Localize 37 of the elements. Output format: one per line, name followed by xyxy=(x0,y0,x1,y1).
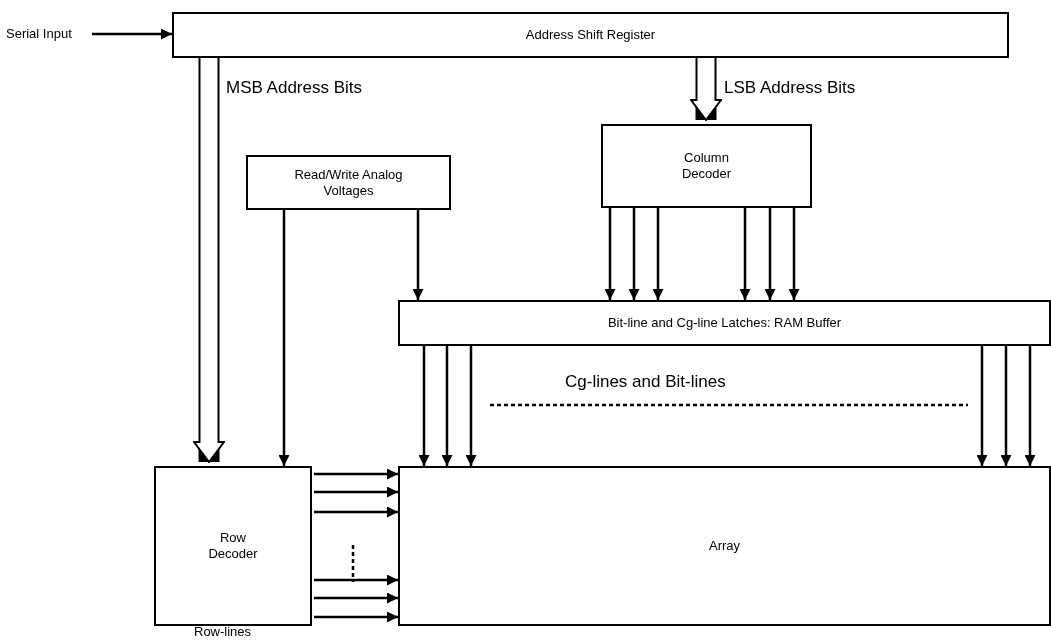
arrow xyxy=(441,346,453,466)
array-box: Array xyxy=(398,466,1051,626)
arrow xyxy=(278,210,290,466)
arrow xyxy=(314,592,398,604)
arrow xyxy=(628,208,640,300)
decoder-box xyxy=(601,124,812,208)
arrow xyxy=(604,208,616,300)
edge-label: MSB Address Bits xyxy=(226,78,363,98)
buffer-box: Bit-line and Cg-line Latches: RAM Buffer xyxy=(398,300,1051,346)
bus-arrow xyxy=(193,58,225,463)
arrow xyxy=(739,208,751,300)
arrow xyxy=(418,346,430,466)
input-label: Serial Input xyxy=(6,24,90,44)
arrow xyxy=(788,208,800,300)
arrow xyxy=(314,468,398,480)
arrow xyxy=(1000,346,1012,466)
arrow xyxy=(314,574,398,586)
arrow xyxy=(314,506,398,518)
edge-label: LSB Address Bits xyxy=(724,78,856,98)
block-label: Row Decoder xyxy=(207,530,259,562)
arrow xyxy=(976,346,988,466)
arrow xyxy=(314,611,398,623)
arrow xyxy=(465,346,477,466)
arrow xyxy=(314,486,398,498)
arrow xyxy=(764,208,776,300)
voltage-source-box xyxy=(246,155,451,210)
arrow xyxy=(1024,346,1036,466)
arrow xyxy=(92,28,172,40)
register-box: Address Shift Register xyxy=(172,12,1009,58)
decoder-box xyxy=(154,466,312,626)
arrow xyxy=(652,208,664,300)
signal-label: Row-lines xyxy=(194,624,252,639)
arrow xyxy=(412,210,424,300)
block-label: Column Decoder xyxy=(680,150,733,182)
bus-arrow xyxy=(690,58,722,121)
block-label: Read/Write Analog Voltages xyxy=(293,166,404,199)
signal-label: Cg-lines and Bit-lines xyxy=(565,372,726,392)
